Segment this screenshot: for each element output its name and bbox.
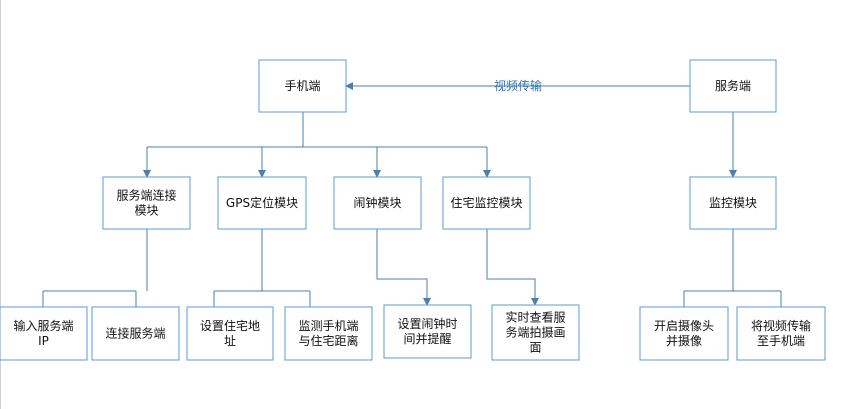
node-server: 服务端 xyxy=(689,59,777,113)
edge-monitor-children xyxy=(683,229,782,307)
node-set-alarm-label: 设置闹钟时间并提醒 xyxy=(397,316,457,346)
page-left-rule xyxy=(0,0,1,409)
node-server-connect-label: 服务端连接模块 xyxy=(116,188,176,218)
node-detect-distance-label: 监测手机端与住宅距离 xyxy=(298,319,358,348)
node-open-camera-label: 开启摄像头并摄像 xyxy=(654,318,714,348)
node-home-monitor-label: 住宅监控模块 xyxy=(450,195,522,210)
node-phone: 手机端 xyxy=(258,59,347,113)
edge-gps-children xyxy=(213,229,311,307)
node-monitor: 监控模块 xyxy=(689,176,777,230)
node-alarm-label: 闹钟模块 xyxy=(353,195,401,210)
node-server-label: 服务端 xyxy=(715,78,751,93)
edge-label-video-transfer: 视频传输 xyxy=(494,78,542,93)
node-phone-label: 手机端 xyxy=(284,79,320,93)
node-open-camera: 开启摄像头并摄像 xyxy=(639,306,729,361)
node-set-alarm: 设置闹钟时间并提醒 xyxy=(383,304,472,359)
node-gps: GPS定位模块 xyxy=(217,176,307,230)
node-send-video-label: 将视频传输至手机端 xyxy=(751,318,811,348)
node-alarm: 闹钟模块 xyxy=(333,176,422,230)
edge-server-connect-children xyxy=(42,229,148,307)
node-home-monitor: 住宅监控模块 xyxy=(442,176,531,230)
node-monitor-label: 监控模块 xyxy=(709,196,757,210)
node-view-photos: 实时查看服务端拍摄画面 xyxy=(491,304,580,361)
edge-phone-trunk xyxy=(147,112,487,148)
connectors xyxy=(42,82,782,307)
edge-alarm-to-set-alarm xyxy=(376,229,431,306)
node-connect-server: 连接服务端 xyxy=(91,306,180,361)
node-server-connect: 服务端连接模块 xyxy=(102,176,191,230)
node-send-video: 将视频传输至手机端 xyxy=(736,306,826,361)
node-set-home: 设置住宅地址 xyxy=(186,306,274,361)
node-gps-label: GPS定位模块 xyxy=(226,195,298,210)
node-connect-server-label: 连接服务端 xyxy=(105,326,165,341)
node-view-photos-label: 实时查看服务端拍摄画面 xyxy=(505,310,565,355)
edge-home-monitor-to-view-photos xyxy=(486,229,539,306)
node-detect-distance: 监测手机端与住宅距离 xyxy=(284,306,373,361)
node-set-home-label: 设置住宅地址 xyxy=(200,318,260,348)
